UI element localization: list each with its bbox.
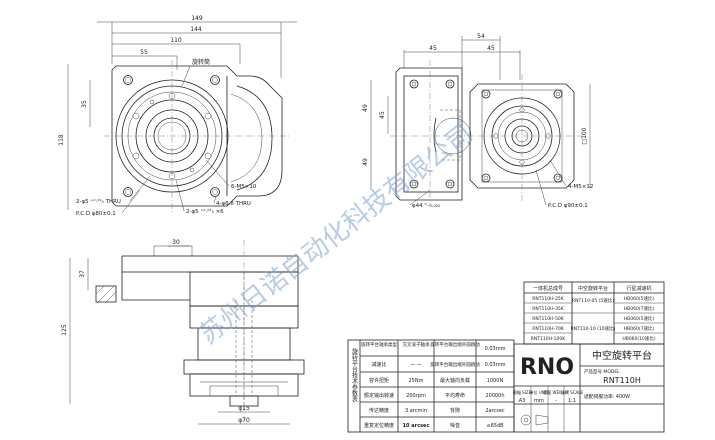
spec-r1-c2: 最大轴向负载: [440, 377, 470, 384]
holes-2-d5-thru-label: 2-φ5 ⁺⁰·⁰¹₀ THRU: [76, 198, 121, 205]
dim-d15: φ15: [238, 405, 250, 412]
spec-r3-c3: 2arcsec: [485, 408, 505, 414]
scale-value: 1:1: [568, 398, 576, 404]
spec-table-side-title: 旋转平台技术参数表: [351, 347, 358, 403]
holes-4-m5-label: 4-M5×12: [568, 184, 593, 190]
model-r4-c0: RNT110H-100K: [531, 336, 566, 342]
spec-r0-c2: 旋转平台输出端外圆跳动: [430, 361, 480, 368]
weight-value: -: [555, 398, 557, 404]
spec-r3-c2: 背隙: [450, 407, 460, 414]
title-block: RNO 中空旋转平台 产品型号 MODEL RNT110H 适配伺服功率: 40…: [513, 343, 665, 433]
watermark: 苏州日诺自动化科技有限公司: [194, 119, 479, 351]
unit-value: mm: [534, 398, 544, 404]
model-h1: 中空旋转平台: [578, 285, 608, 292]
spec-r1-c1: 25Nm: [409, 378, 424, 384]
product-name: 中空旋转平台: [592, 349, 652, 362]
spec-r3-c0: 传达精度: [369, 407, 389, 414]
holes-2-d5-depth-label: 2-φ5 ⁺⁰·⁰¹₀ ×6: [186, 208, 224, 215]
dim-49b: 49: [362, 158, 369, 166]
model-table: 一体机总成号 中空旋转平台 行星减速机 RNT110H-25K RNT110-0…: [523, 281, 665, 345]
rotary-table-label: 旋转筒: [192, 58, 210, 66]
dim-45a: 45: [429, 45, 437, 52]
model-r3-c2: HB060(7速比): [624, 325, 655, 332]
model-r0-c1: RNT110-05 (5速比): [572, 297, 614, 304]
spec-r4-c1: 10 arcsec: [403, 423, 430, 429]
spec-h3: 0.03mm: [485, 346, 506, 352]
dim-square-100: □100: [581, 127, 588, 144]
dim-37: 37: [79, 270, 86, 278]
size-label: 图幅 SIZE: [513, 389, 532, 395]
dim-30: 30: [172, 239, 180, 246]
spec-r2-c0: 额定输出转速: [364, 392, 394, 399]
dim-149: 149: [191, 15, 203, 22]
pcd-80-label: P.C.D φ80±0.1: [76, 211, 116, 217]
spec-h1: 交叉滚子轴承: [403, 341, 430, 348]
holes-4-d6-8-label: 4-φ6.8 THRU: [216, 201, 251, 207]
company-logo: RNO: [520, 355, 574, 380]
dim-35: 35: [81, 100, 88, 108]
spec-r2-c3: 20000h: [485, 393, 504, 399]
model-label: 产品型号 MODEL: [584, 368, 620, 375]
dim-110: 110: [170, 37, 182, 44]
model-r2-c0: RNT110H-50K: [532, 316, 565, 322]
dim-54: 54: [477, 33, 485, 40]
model-r3-c1: RNT110-10 (10速比): [571, 325, 616, 332]
dim-d44: φ44 ⁰₋₀.₀₂₅: [412, 202, 440, 209]
model-r1-c2: HB060(7速比): [624, 305, 655, 312]
model-number: RNT110H: [603, 376, 641, 385]
dim-45c: 45: [379, 111, 386, 119]
model-r0-c2: HB060(5速比): [624, 295, 655, 302]
dim-118: 118: [58, 134, 65, 146]
spec-h2: 旋转平台输出端外圆跳动: [430, 341, 480, 348]
spec-r0-c1: — —: [410, 362, 422, 368]
scale-label: 比例 SCALE: [561, 389, 584, 395]
spec-r4-c3: ≤65dB: [486, 423, 504, 429]
size-value: A3: [519, 398, 526, 404]
model-h0: 一体机总成号: [533, 285, 563, 292]
spec-r0-c3: 0.03mm: [485, 362, 506, 368]
spec-r1-c3: 1000N: [487, 378, 504, 384]
dim-45b: 45: [487, 45, 495, 52]
spec-h0: 旋转平台轴承类型: [361, 341, 397, 348]
model-r0-c0: RNT110H-25K: [532, 296, 565, 302]
model-h2: 行星减速机: [626, 285, 651, 292]
spec-r2-c1: 200rpm: [406, 393, 426, 399]
dim-d70: φ70: [238, 417, 250, 424]
model-r4-c2: HB060(10速比): [622, 335, 656, 342]
unit-label: 单位 UNIT: [530, 389, 549, 395]
section-hatch: [95, 285, 117, 303]
right-view: 54 45 45 49 49 45: [362, 33, 593, 209]
projection-symbol-icon: [520, 414, 549, 426]
spec-table: 旋转平台技术参数表 旋转平台轴承类型 交叉滚子轴承 旋转平台输出端外圆跳动 0.…: [347, 339, 515, 433]
model-r1-c0: RNT110H-35K: [532, 306, 565, 312]
motor-note: 适配伺服功率: 400W: [584, 393, 630, 400]
dim-55: 55: [140, 49, 148, 56]
pcd-90-label: P.C.D φ90±0.1: [548, 203, 588, 209]
spec-r3-c1: 3 arcmin: [405, 408, 427, 414]
front-view: 149 144 110 55 118 35: [58, 15, 297, 217]
side-view: 30 37 125 φ15 φ70: [61, 239, 305, 425]
dim-49: 49: [362, 104, 369, 112]
dim-144: 144: [190, 26, 202, 33]
spec-r0-c0: 减速比: [371, 361, 386, 368]
holes-6-m5-label: 6-M5×10: [231, 184, 257, 190]
model-r3-c0: RNT110H-70K: [532, 326, 565, 332]
spec-r4-c2: 噪音: [450, 422, 460, 429]
spec-r1-c0: 容许扭矩: [369, 377, 389, 384]
spec-r2-c2: 平均寿命: [445, 392, 465, 399]
weight-label: 重量 WEIGHT: [543, 389, 569, 395]
spec-r4-c0: 重复定位精度: [364, 422, 394, 429]
model-r2-c2: HB060(5速比): [624, 315, 655, 322]
dim-125: 125: [61, 324, 68, 336]
